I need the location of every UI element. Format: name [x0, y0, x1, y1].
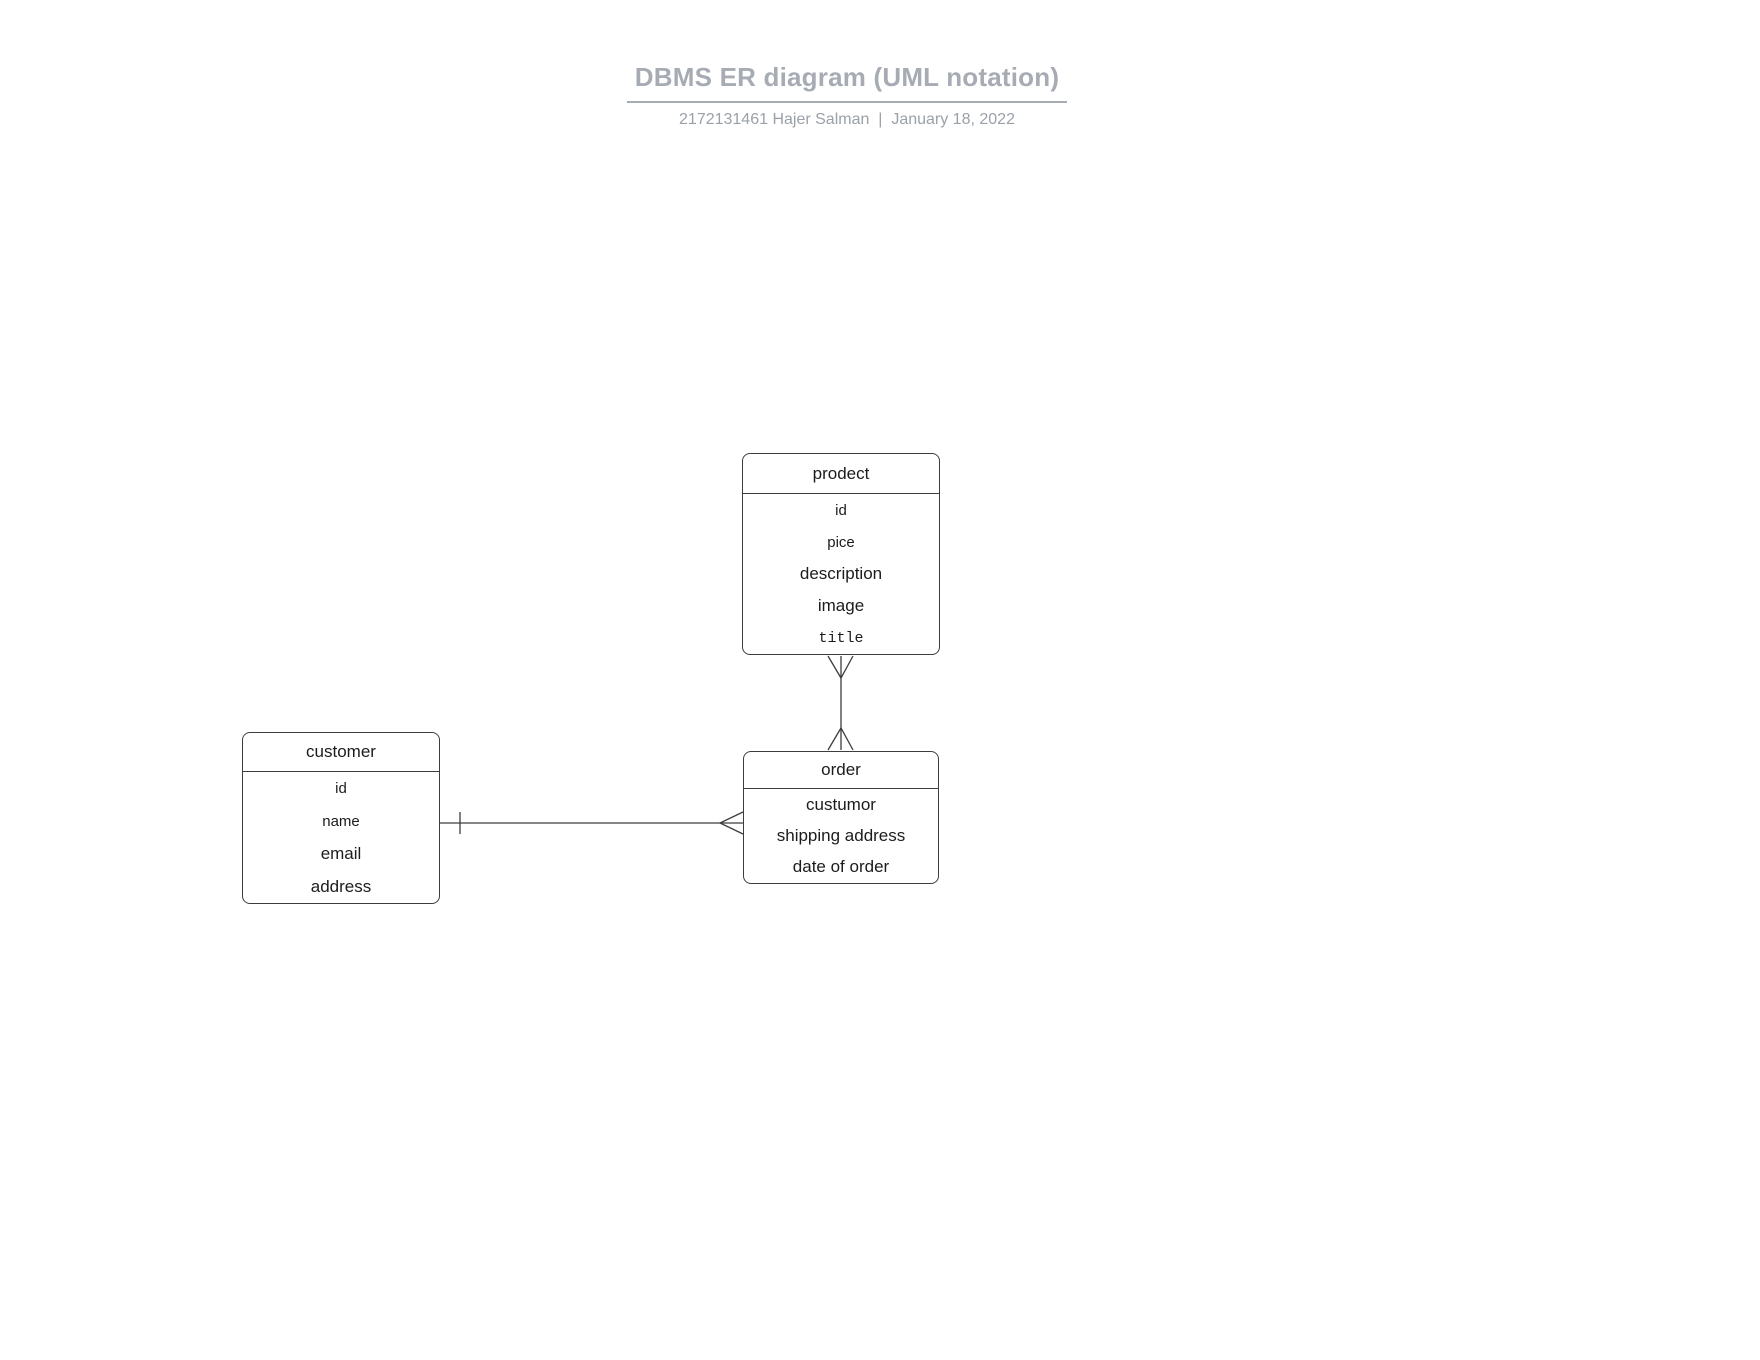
entity-prodect[interactable]: prodect id pice description image title — [742, 453, 940, 655]
entity-title-prodect: prodect — [743, 454, 939, 494]
entity-title-order: order — [744, 752, 938, 789]
page-subtitle: 2172131461 Hajer Salman | January 18, 20… — [679, 111, 1015, 128]
entity-fields-customer: id name email address — [243, 772, 439, 903]
relationship-prodect-order[interactable] — [827, 655, 854, 751]
field-customer-id: id — [335, 779, 347, 797]
entity-customer[interactable]: customer id name email address — [242, 732, 440, 904]
page-title: DBMS ER diagram (UML notation) — [627, 62, 1067, 103]
crows-foot-many-icon — [827, 726, 854, 751]
field-prodect-pice: pice — [827, 533, 855, 551]
entity-fields-prodect: id pice description image title — [743, 494, 939, 654]
entity-title-customer: customer — [243, 733, 439, 772]
field-order-date-of-order: date of order — [792, 857, 890, 877]
entity-fields-order: custumor shipping address date of order — [744, 789, 938, 883]
field-order-shipping-address: shipping address — [776, 825, 906, 845]
entity-order[interactable]: order custumor shipping address date of … — [743, 751, 939, 884]
field-prodect-id: id — [835, 501, 847, 519]
field-prodect-title: title — [818, 629, 864, 647]
crows-foot-many-icon — [827, 655, 854, 680]
field-customer-address: address — [310, 876, 372, 896]
field-prodect-image: image — [817, 596, 865, 615]
relationship-customer-order[interactable] — [439, 811, 744, 835]
crows-foot-many-icon — [718, 811, 744, 835]
field-customer-email: email — [320, 843, 362, 863]
document-header: DBMS ER diagram (UML notation) 217213146… — [627, 62, 1067, 129]
field-prodect-description: description — [799, 564, 883, 583]
field-order-custumor: custumor — [806, 794, 876, 814]
field-customer-name: name — [322, 812, 360, 830]
